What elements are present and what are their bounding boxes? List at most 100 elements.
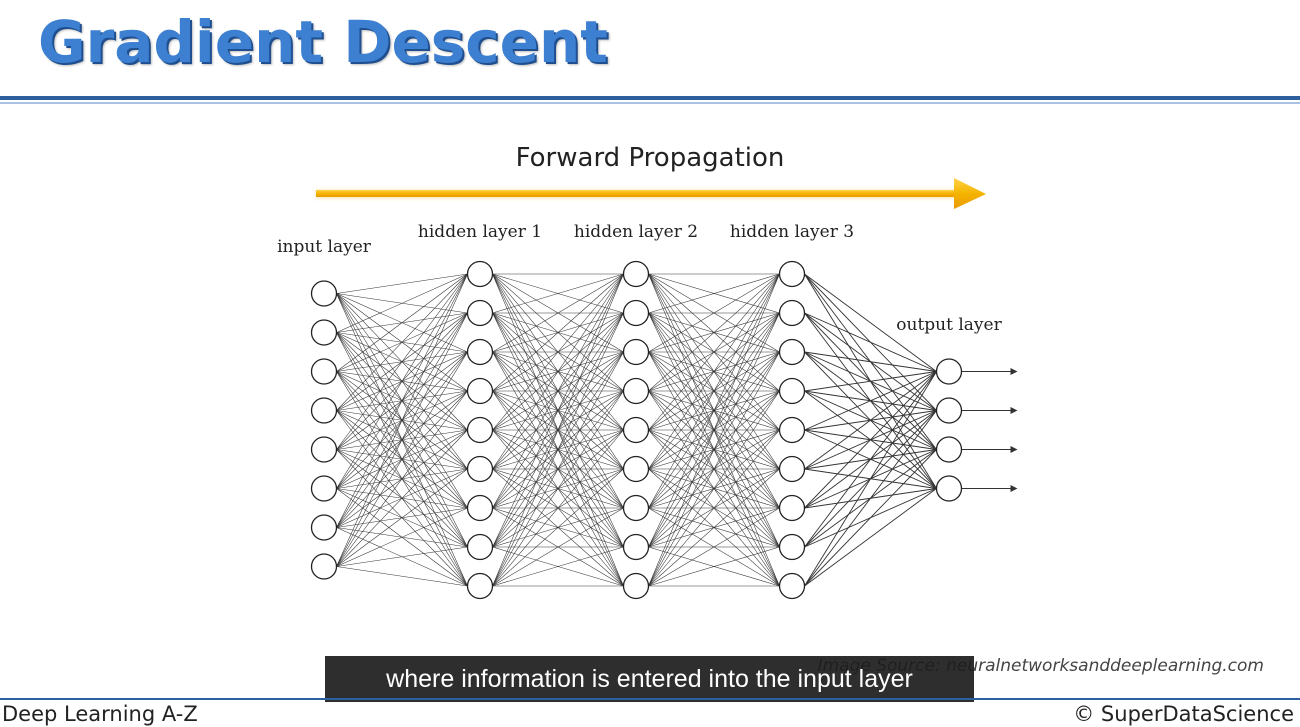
- connection: [648, 507, 780, 587]
- connection: [336, 546, 468, 567]
- connection: [648, 273, 780, 509]
- connection: [492, 468, 624, 587]
- output-arrowhead: [1010, 368, 1018, 375]
- neuron-hidden-2: [622, 338, 650, 366]
- connection: [336, 312, 468, 567]
- connection: [804, 371, 937, 587]
- connection: [648, 273, 780, 353]
- neuron-output: [935, 436, 963, 463]
- connection: [648, 429, 780, 587]
- connection: [492, 351, 624, 587]
- neuron-hidden-3: [778, 338, 806, 366]
- connection: [336, 273, 468, 567]
- neuron-hidden-3: [778, 416, 806, 444]
- connection: [648, 351, 780, 587]
- connection: [492, 546, 624, 587]
- connection: [336, 468, 468, 567]
- neuron-hidden-1: [466, 455, 494, 483]
- connection: [804, 449, 937, 587]
- connection: [804, 371, 937, 509]
- connection: [648, 273, 780, 314]
- connection: [336, 429, 468, 567]
- neuron-hidden-1: [466, 533, 494, 561]
- neuron-hidden-3: [778, 572, 806, 600]
- connection: [336, 390, 468, 567]
- layer-label: input layer: [277, 237, 372, 257]
- connection: [492, 273, 624, 509]
- neuron-hidden-1: [466, 260, 494, 288]
- connection: [492, 273, 624, 587]
- connection: [804, 371, 937, 548]
- copyright-notice: © SuperDataScience: [1073, 702, 1294, 726]
- layer-label: hidden layer 3: [730, 222, 854, 242]
- neuron-input: [310, 280, 338, 307]
- connection: [336, 273, 468, 333]
- connection: [492, 273, 624, 431]
- connection: [336, 351, 468, 567]
- neuron-hidden-2: [622, 377, 650, 405]
- neuron-hidden-1: [466, 338, 494, 366]
- neuron-hidden-2: [622, 533, 650, 561]
- connection: [648, 273, 780, 587]
- connection: [804, 488, 937, 587]
- connection: [804, 371, 937, 470]
- connection: [804, 371, 937, 392]
- connection: [648, 390, 780, 587]
- course-name: Deep Learning A-Z: [2, 702, 198, 726]
- connection: [492, 273, 624, 353]
- neuron-hidden-3: [778, 260, 806, 288]
- slide-title: Gradient Descent: [38, 8, 609, 76]
- connection: [648, 273, 780, 392]
- neuron-input: [310, 436, 338, 463]
- neuron-hidden-2: [622, 494, 650, 522]
- connection: [492, 273, 624, 470]
- output-arrowhead: [1010, 485, 1018, 492]
- neuron-hidden-2: [622, 299, 650, 327]
- neuron-hidden-3: [778, 533, 806, 561]
- connection: [648, 468, 780, 587]
- connection: [336, 566, 468, 587]
- neuron-hidden-1: [466, 299, 494, 327]
- connection: [336, 273, 468, 411]
- connection: [648, 546, 780, 587]
- connection: [492, 312, 624, 587]
- neuron-output: [935, 397, 963, 424]
- connection: [336, 273, 468, 528]
- neuron-hidden-1: [466, 572, 494, 600]
- connection: [336, 273, 468, 294]
- neuron-hidden-2: [622, 416, 650, 444]
- connection: [492, 429, 624, 587]
- connection: [648, 273, 780, 470]
- connection: [804, 312, 937, 372]
- neuron-hidden-1: [466, 494, 494, 522]
- layer-label: output layer: [896, 315, 1002, 335]
- connection: [804, 351, 937, 372]
- connection: [648, 273, 780, 431]
- output-arrowhead: [1010, 446, 1018, 453]
- neuron-input: [310, 475, 338, 502]
- layer-label: hidden layer 2: [574, 222, 698, 242]
- connection: [804, 273, 937, 372]
- neuron-hidden-3: [778, 455, 806, 483]
- neuron-hidden-1: [466, 416, 494, 444]
- neuron-input: [310, 319, 338, 346]
- neuron-hidden-2: [622, 572, 650, 600]
- header-divider: [0, 96, 1300, 100]
- neuron-hidden-3: [778, 299, 806, 327]
- connection: [648, 312, 780, 587]
- forward-propagation-arrow: [316, 178, 986, 209]
- neuron-hidden-3: [778, 377, 806, 405]
- neuron-hidden-3: [778, 494, 806, 522]
- video-caption: where information is entered into the in…: [325, 656, 974, 702]
- layer-label: hidden layer 1: [418, 222, 542, 242]
- neuron-input: [310, 514, 338, 541]
- neuron-output: [935, 358, 963, 385]
- connection: [492, 390, 624, 587]
- footer-divider: [0, 698, 1300, 700]
- neuron-input: [310, 397, 338, 424]
- connection: [804, 410, 937, 587]
- neuron-hidden-1: [466, 377, 494, 405]
- connection: [804, 371, 937, 431]
- connection: [492, 507, 624, 587]
